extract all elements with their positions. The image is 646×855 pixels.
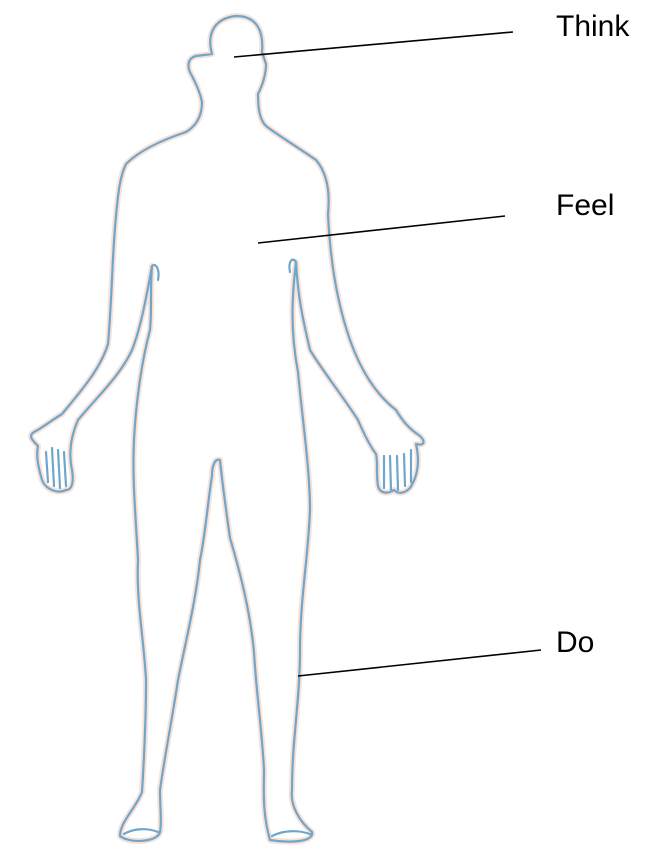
body-outline-glow (31, 16, 423, 842)
label-think: Think (556, 12, 629, 42)
leader-line-think (234, 32, 513, 57)
leader-line-do (298, 650, 541, 676)
leader-line-feel (258, 216, 505, 243)
label-do: Do (556, 628, 594, 658)
label-feel: Feel (556, 191, 614, 221)
